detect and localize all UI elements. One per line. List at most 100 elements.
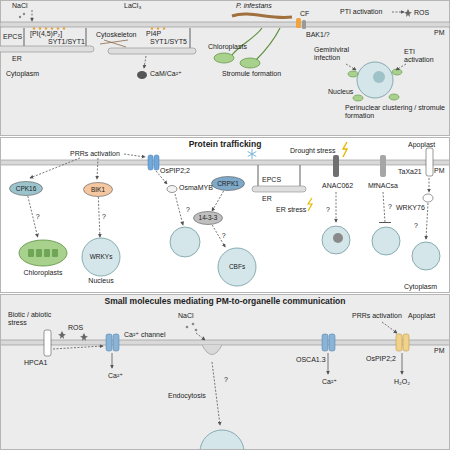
dashed-arrow: [196, 333, 205, 340]
shape-area: CBFs: [217, 247, 257, 287]
annotation-label: OsPIP2;2: [160, 167, 190, 175]
dashed-connector: [98, 197, 100, 237]
annotation-label: Ca²⁺: [108, 372, 123, 380]
shape-area: WRKYs: [77, 237, 125, 277]
annotation-label: OSCA1.3: [296, 356, 326, 364]
nucleus-outline: [218, 248, 256, 286]
annotation-label: WRKY76: [396, 204, 425, 212]
hypha: [232, 14, 292, 18]
nucleus: [170, 227, 200, 257]
annotation-label: SYT1/SYT5: [150, 38, 187, 46]
dashed-arrow: [212, 362, 220, 425]
annotation-label: PM: [434, 29, 445, 37]
dashed-connector: [212, 191, 224, 211]
dashed-arrow: [144, 56, 146, 68]
annotation-label: ?: [186, 206, 190, 214]
node-text: CRPK1: [217, 180, 239, 187]
protein-ellipse: [212, 177, 245, 191]
annotation-label: Endocytosis: [168, 392, 206, 400]
nuclear-protein: [333, 233, 343, 243]
membrane-protein: [333, 155, 339, 177]
annotation-label: ROS: [414, 9, 429, 17]
protein-shape: 14-3-3: [193, 211, 223, 225]
annotation-label: EPCS: [262, 176, 281, 184]
plasma-membrane: [0, 340, 450, 345]
annotation-label: OsPIP2;2: [366, 355, 396, 363]
salt-particle: [19, 16, 21, 18]
protein-ellipse: [10, 182, 43, 196]
protein: [423, 194, 433, 202]
annotation-label: BAK1/?: [306, 31, 330, 39]
receptor: [302, 20, 306, 29]
annotation-label: HPCA1: [24, 359, 47, 367]
panel-background: [0, 294, 450, 450]
panel-background: [1, 1, 450, 136]
annotation-label: Drought stress: [290, 147, 336, 155]
arrow: [402, 353, 403, 374]
grana-stack: [36, 249, 42, 257]
er-strip: [0, 46, 94, 52]
receptor: [426, 148, 433, 176]
panel-background: [0, 137, 450, 293]
protein-shape: CRPK1: [211, 176, 245, 191]
protein-shape: CPK16: [9, 181, 43, 196]
annotation-label: Ca²⁺ channel: [124, 331, 165, 339]
protein-ellipse: [194, 212, 223, 225]
lipid-dot: [163, 27, 165, 29]
annotation-label: TaXa21: [398, 168, 422, 176]
plasma-membrane: [0, 22, 450, 27]
shape-area: [15, 237, 71, 269]
dashed-arrow: [429, 178, 430, 192]
nucleus: [357, 62, 393, 98]
annotation-label: OsmaMYB: [179, 184, 213, 192]
annotation-label: PRRs activation: [70, 150, 120, 158]
annotation-label: Perinuclear clustering / stromule format…: [345, 104, 445, 120]
annotation-label: NaCl: [12, 2, 28, 10]
receptor: [44, 330, 51, 356]
grana-stack: [28, 249, 34, 257]
annotation-label: PI4P: [146, 30, 161, 38]
shape-area: BIK1: [83, 182, 113, 197]
dashed-arrow: [97, 158, 98, 179]
node-text: CPK16: [16, 185, 37, 192]
shape-text-box: CBFs: [217, 247, 257, 287]
panel-title: Protein trafficking: [1, 140, 449, 149]
lightning: [308, 198, 312, 211]
dashed-arrow: [53, 346, 103, 349]
annotation-label: CF: [300, 10, 309, 18]
annotation-label: H₂O₂: [394, 378, 410, 386]
calmodulin-blob: [137, 71, 147, 79]
shape-text-box: CRPK1: [211, 176, 245, 191]
annotation-label: Apoplast: [408, 141, 435, 149]
dashed-arrow: [32, 10, 33, 21]
annotation-label: PM: [434, 347, 445, 355]
annotation-label: Ca²⁺: [322, 378, 337, 386]
panel-band: Protein traffickingCPK16ChloroplastsBIK1…: [0, 137, 450, 293]
protein-ellipse: [84, 183, 113, 197]
membrane-protein: [380, 155, 386, 177]
chloroplast: [214, 53, 234, 63]
shape-text-box: [15, 237, 71, 269]
grana-stack: [52, 249, 58, 257]
receptor: [296, 18, 301, 28]
annotation-label: PTI activation: [340, 8, 382, 16]
salt-particle: [186, 326, 189, 329]
dashed-arrow: [346, 64, 356, 70]
annotation-label: PRRs activation: [352, 312, 402, 320]
protein-shape: BIK1: [83, 182, 113, 197]
tether: [257, 165, 258, 186]
lipid-dot: [33, 27, 35, 29]
shape-text-box: CPK16: [9, 181, 43, 196]
annotation-label: NaCl: [178, 312, 194, 320]
annotation-label: Nucleus: [328, 88, 353, 96]
nucleolus: [373, 71, 385, 83]
arrow: [328, 353, 329, 374]
lipid-dot: [63, 27, 65, 29]
shape-text-box: BIK1: [83, 182, 113, 197]
annotation-label: P. infestans: [236, 2, 272, 10]
tether: [85, 28, 86, 46]
annotation-label: ?: [224, 376, 228, 384]
annotation-label: Cytoplasm: [6, 70, 39, 78]
node-text: WRKYs: [90, 253, 113, 260]
node-text: BIK1: [91, 186, 105, 193]
